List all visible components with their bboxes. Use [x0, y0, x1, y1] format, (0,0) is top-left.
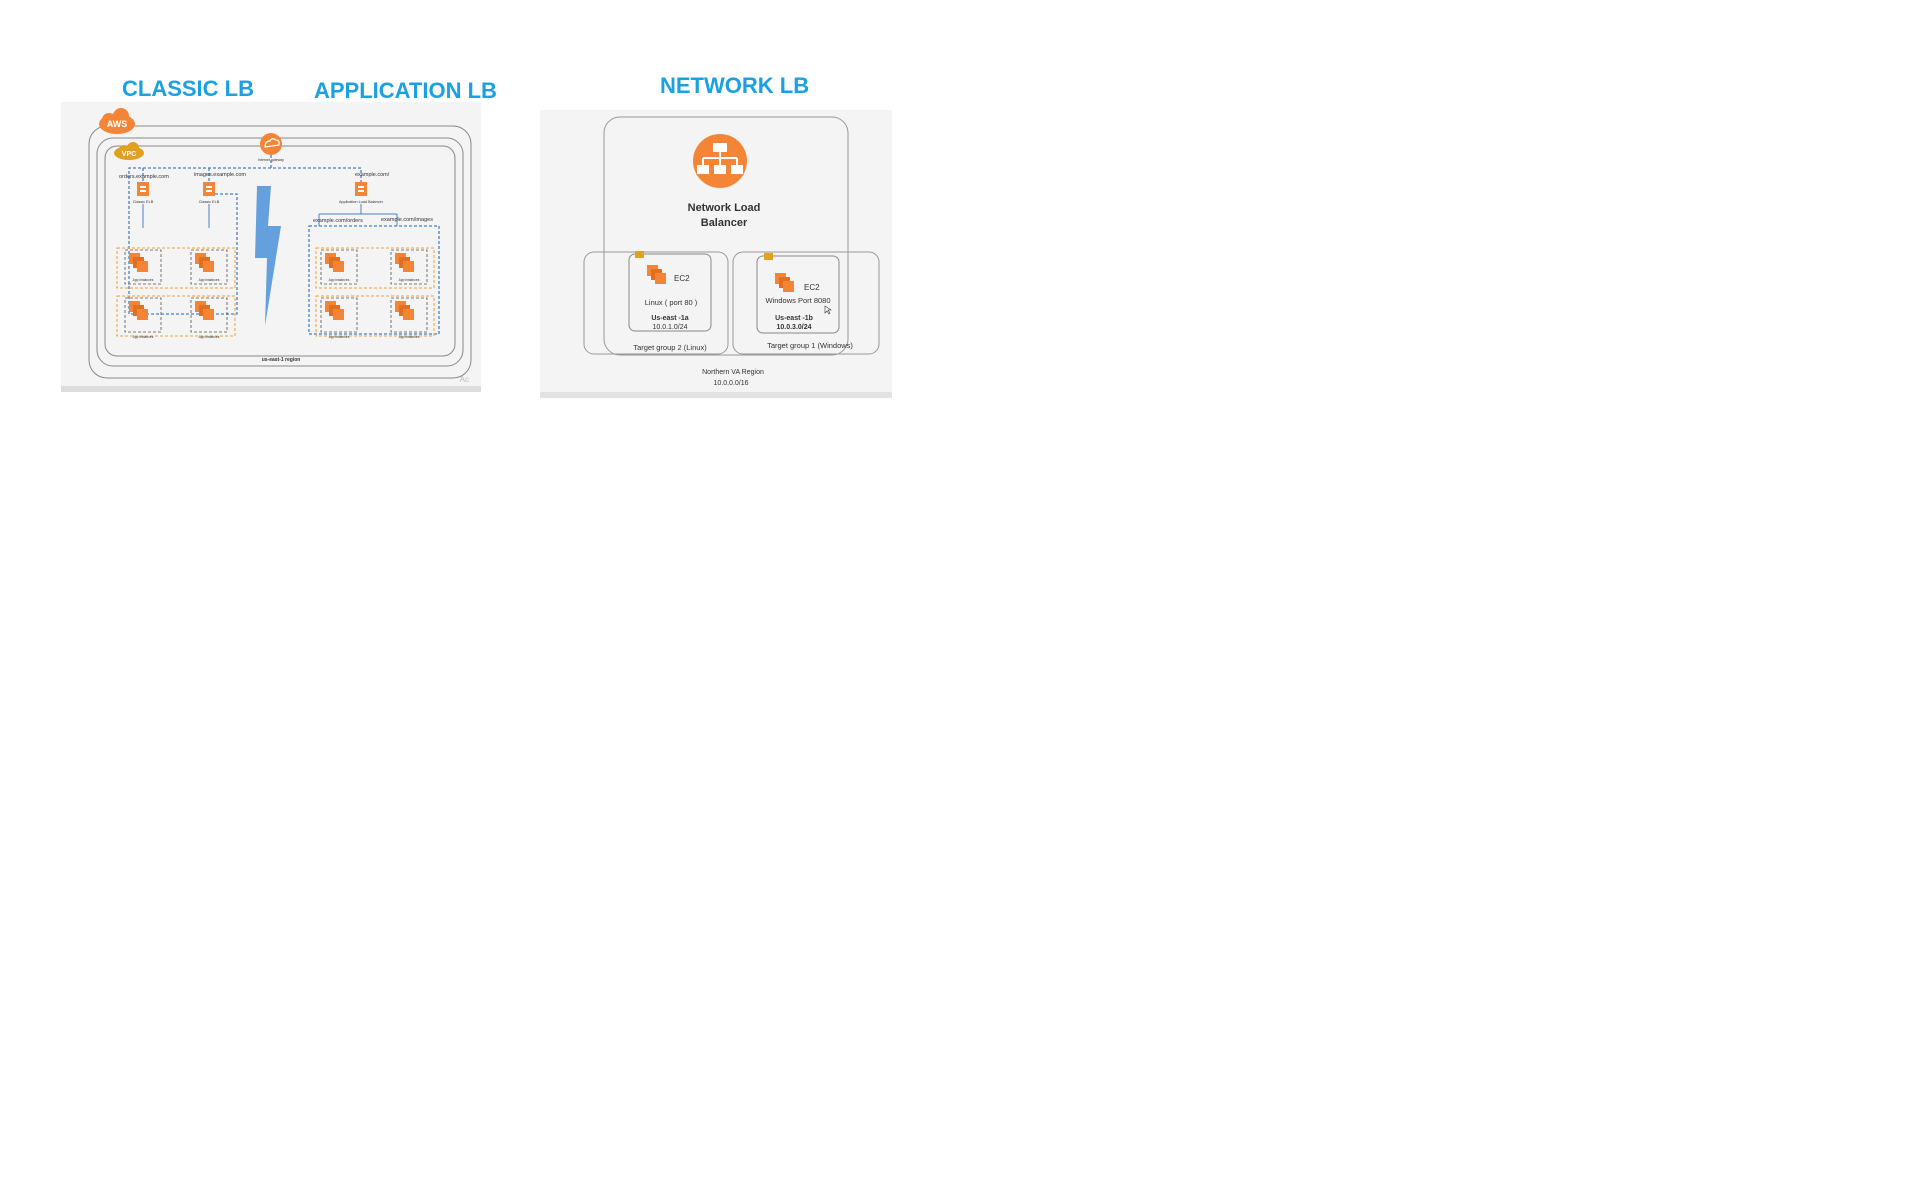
app-instances-label: App instances: [199, 335, 220, 339]
internet-gateway-icon: [260, 133, 282, 155]
url-images-label: images.example.com: [194, 172, 246, 178]
lock-icon: [635, 251, 644, 258]
linux-cidr-label: 10.0.1.0/24: [652, 324, 687, 331]
aws-cloud-icon: [99, 108, 135, 134]
nlb-container-box: [603, 116, 849, 356]
aws-cloud-box: [88, 125, 472, 379]
nlb-title-line1: Network Load: [688, 202, 761, 214]
target-group-linux-label: Target group 2 (Linux): [633, 343, 707, 352]
network-lb-svg: Network Load Balancer EC2 EC2 Linux ( po…: [540, 110, 892, 398]
ec2-right-label: EC2: [804, 283, 820, 292]
watermark-text: Ac: [460, 375, 469, 384]
classic-instance-group: [190, 249, 228, 285]
vpc-cloud-icon: [114, 142, 144, 160]
alb-instance-group: [390, 297, 428, 333]
alb-target-box: [308, 225, 440, 335]
classic-instance-group: [124, 297, 162, 333]
classic-instance-group: [190, 297, 228, 333]
path-images-label: example.com/images: [381, 217, 433, 223]
windows-az-label: Us-east -1b: [775, 315, 813, 322]
region-name-label: Northern VA Region: [702, 369, 764, 376]
nlb-title-line2: Balancer: [701, 217, 748, 229]
windows-port-label: Windows Port 8080: [765, 296, 830, 305]
app-instances-label: App instances: [399, 335, 420, 339]
windows-subnet-box: [756, 255, 840, 334]
linux-subnet-box: [628, 253, 712, 332]
classic-application-svg: AWS VPC Internet gateway orders.example.…: [61, 102, 481, 392]
region-label: us-east-1 region: [262, 357, 301, 363]
classic-lb-heading: CLASSIC LB: [122, 76, 254, 101]
region-cidr-label: 10.0.0.0/16: [713, 380, 748, 387]
url-root-label: example.com/: [355, 172, 390, 178]
ec2-left-label: EC2: [674, 274, 690, 283]
network-lb-diagram: Network Load Balancer EC2 EC2 Linux ( po…: [540, 110, 892, 398]
path-orders-label: example.com/orders: [313, 218, 363, 224]
target-group-windows-box: [732, 251, 880, 355]
app-instances-label: App instances: [199, 278, 220, 282]
windows-cidr-label: 10.0.3.0/24: [776, 324, 811, 331]
classic-elb-2-label: Classic ELB: [199, 200, 220, 204]
aws-badge-label: AWS: [107, 119, 128, 129]
classic-application-diagram: AWS VPC Internet gateway orders.example.…: [61, 102, 481, 392]
lightning-divider-icon: [255, 186, 281, 326]
target-group-linux-box: [583, 251, 729, 355]
app-instances-label: App instances: [133, 335, 154, 339]
app-instances-label: App instances: [329, 335, 350, 339]
lock-icon: [764, 253, 773, 260]
ec2-instances-icon: [775, 273, 794, 292]
url-orders-label: orders.example.com: [119, 174, 169, 180]
classic-elb-1-label: Classic ELB: [133, 200, 154, 204]
app-instances-label: App instances: [133, 278, 154, 282]
network-lb-heading: NETWORK LB: [660, 73, 810, 98]
ec2-instances-icon: [647, 265, 666, 284]
vpc-badge-label: VPC: [122, 151, 136, 158]
application-lb-heading: APPLICATION LB: [314, 78, 497, 103]
alb-instance-group: [390, 249, 428, 285]
linux-az-label: Us-east -1a: [651, 315, 688, 322]
alb-instance-group: [320, 249, 358, 285]
app-instances-label: App instances: [329, 278, 350, 282]
linux-port-label: Linux ( port 80 ): [645, 298, 698, 307]
classic-instance-group: [124, 249, 162, 285]
target-group-windows-label: Target group 1 (Windows): [767, 341, 853, 350]
classic-elb-icon: [203, 182, 215, 196]
alb-label: Application Load Balancer: [339, 200, 384, 204]
network-load-balancer-icon: [693, 134, 747, 188]
application-load-balancer-icon: [355, 182, 367, 196]
app-instances-label: App instances: [399, 278, 420, 282]
alb-instance-group: [320, 297, 358, 333]
classic-elb-icon: [137, 182, 149, 196]
mouse-cursor-icon: [824, 305, 832, 315]
